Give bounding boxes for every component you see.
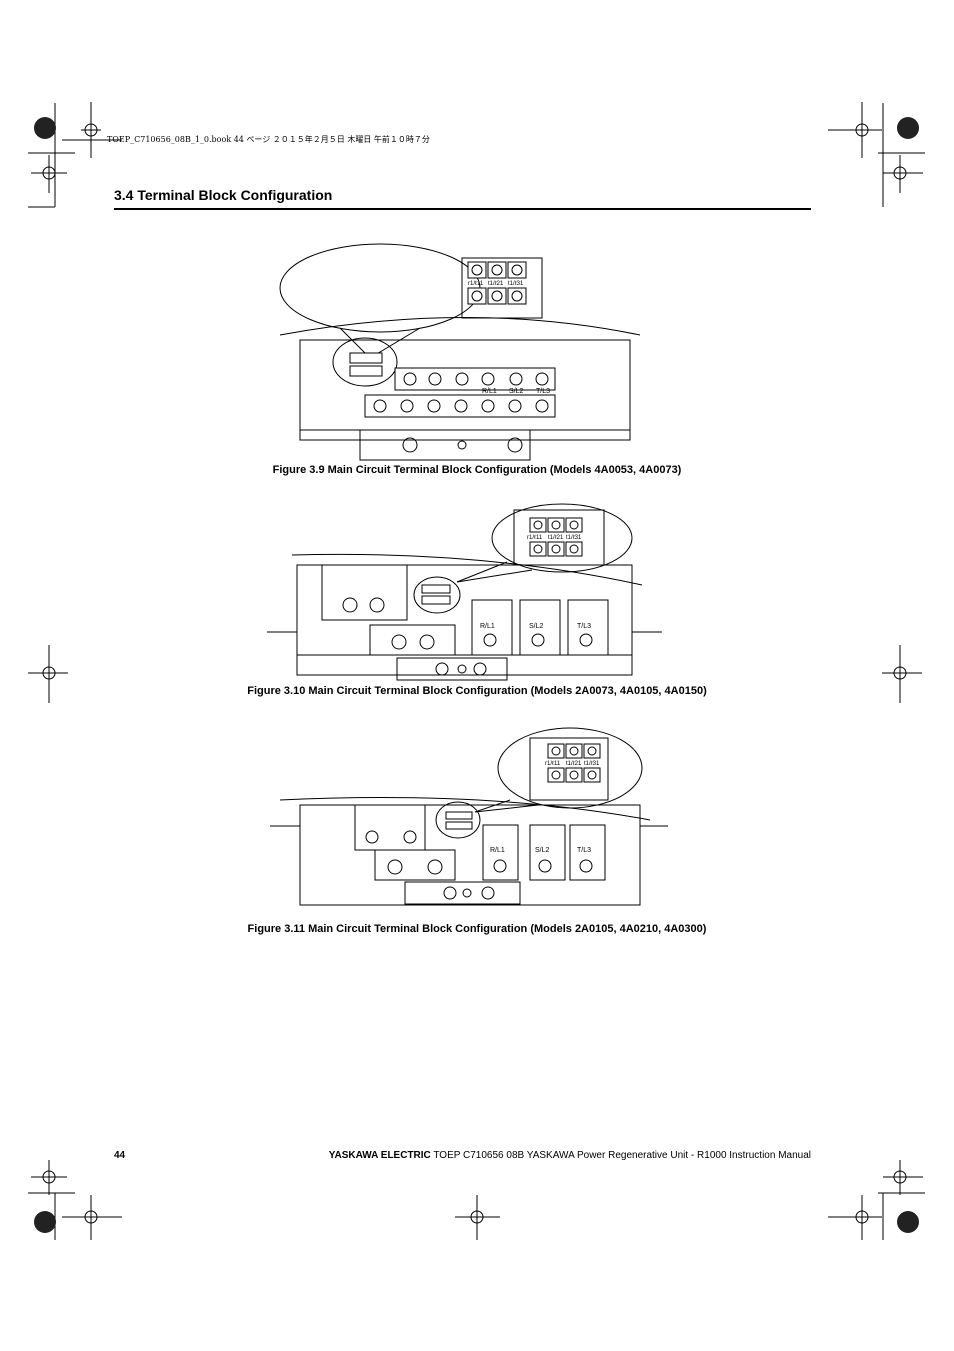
fig310-inset-label-2: t1/ℓ21 xyxy=(548,534,564,541)
fig39-terminal-label-3: T/L3 xyxy=(536,388,550,395)
fig39-terminal-label-2: S/L2 xyxy=(509,388,524,395)
section-rule xyxy=(114,208,811,210)
figure-3-10-caption: Figure 3.10 Main Circuit Terminal Block … xyxy=(247,685,707,697)
figure-3-9-diagram: r1/ℓ11 t1/ℓ21 t1/ℓ31 R/L1 S/L2 T/L3 xyxy=(279,243,641,461)
fig311-terminal-label-2: S/L2 xyxy=(535,847,550,854)
footer-doc-text: TOEP C710656 08B YASKAWA Power Regenerat… xyxy=(430,1150,811,1161)
page-number: 44 xyxy=(114,1150,126,1161)
footer-doc-info: YASKAWA ELECTRIC TOEP C710656 08B YASKAW… xyxy=(329,1150,811,1161)
fig39-inset-label-3: t1/ℓ31 xyxy=(508,280,524,287)
fig39-terminal-label-1: R/L1 xyxy=(482,388,497,395)
fig310-inset-label-3: t1/ℓ31 xyxy=(566,534,582,541)
fig39-inset-label-2: t1/ℓ21 xyxy=(488,280,504,287)
figure-3-10-diagram: r1/ℓ11 t1/ℓ21 t1/ℓ31 R/L1 S/L2 T/L3 xyxy=(267,503,662,681)
fig310-terminal-label-3: T/L3 xyxy=(577,623,591,630)
fig310-terminal-label-1: R/L1 xyxy=(480,623,495,630)
print-header-line: TOEP_C710656_08B_1_0.book 44 ページ ２０１５年２月… xyxy=(107,135,430,144)
figure-3-11-diagram: r1/ℓ11 t1/ℓ21 t1/ℓ31 R/L1 S/L2 T/L3 xyxy=(270,727,668,906)
fig311-terminal-label-3: T/L3 xyxy=(577,847,591,854)
footer-brand: YASKAWA ELECTRIC xyxy=(328,1150,431,1161)
fig311-terminal-label-1: R/L1 xyxy=(490,847,505,854)
fig310-inset-label-1: r1/ℓ11 xyxy=(527,534,543,541)
figure-3-11-caption: Figure 3.11 Main Circuit Terminal Block … xyxy=(247,923,707,935)
fig39-inset-label-1: r1/ℓ11 xyxy=(468,280,484,287)
fig310-terminal-label-2: S/L2 xyxy=(529,623,544,630)
fig311-inset-label-3: t1/ℓ31 xyxy=(584,760,600,767)
section-title: 3.4 Terminal Block Configuration xyxy=(114,187,333,203)
fig311-inset-label-1: r1/ℓ11 xyxy=(545,760,561,767)
inset-terminals xyxy=(467,261,527,305)
figure-3-9-caption: Figure 3.9 Main Circuit Terminal Block C… xyxy=(272,464,682,476)
fig311-inset-label-2: t1/ℓ21 xyxy=(566,760,582,767)
